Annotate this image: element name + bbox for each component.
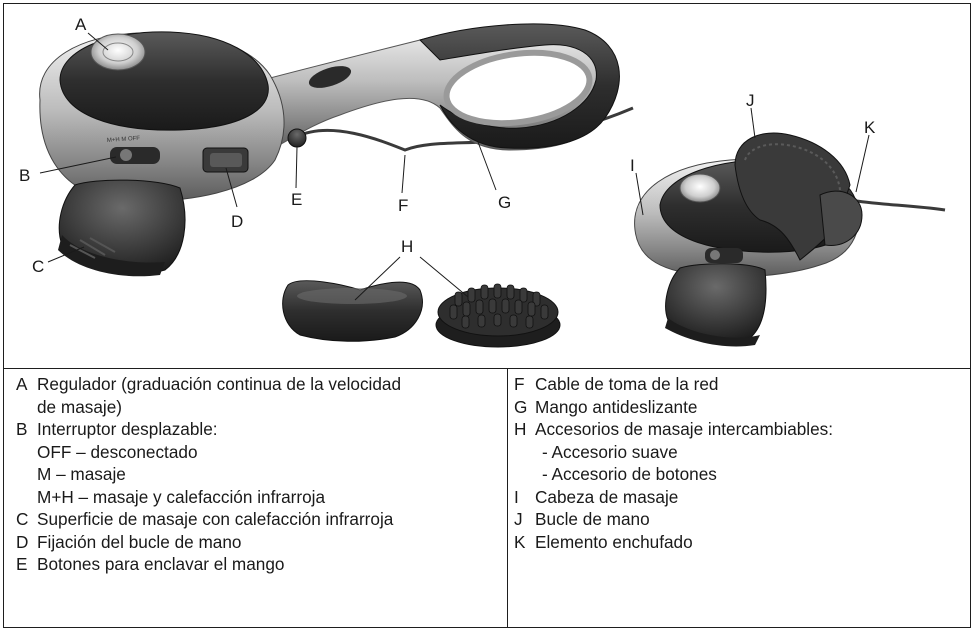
legend-item-h: H Accesorios de masaje intercambiables: [514, 418, 964, 441]
legend-key: K [514, 531, 526, 552]
legend-text: Cable de toma de la red [535, 374, 719, 394]
plug-element [819, 190, 863, 246]
callout-h: H [401, 237, 413, 256]
legend-sub-item: M+H – masaje y calefacción infrarroja [37, 486, 326, 507]
legend-item-c: C Superficie de masaje con calefacción i… [16, 508, 504, 531]
callout-d: D [231, 212, 243, 231]
callout-e: E [291, 190, 302, 209]
legend-sub-item: M – masaje [37, 464, 126, 484]
legend-key: G [514, 396, 528, 417]
legend-text: Fijación del bucle de mano [37, 531, 242, 552]
callout-i: I [630, 156, 635, 175]
legend-key: E [16, 554, 28, 574]
legend-key: D [16, 531, 29, 552]
grip-loop [419, 23, 620, 149]
callout-g: G [498, 193, 511, 212]
legend-left: A Regulador (graduación continua de la v… [16, 373, 504, 576]
legend-key: H [514, 419, 527, 439]
legend-text: Bucle de mano [535, 509, 650, 529]
legend-item-k: K Elemento enchufado [514, 531, 964, 554]
handle-hole [443, 49, 593, 127]
vertical-divider [507, 368, 508, 628]
lock-button [287, 128, 307, 148]
leader-lines [39, 32, 870, 301]
legend-key: F [514, 374, 525, 394]
side-massager [634, 132, 946, 347]
legend-item-g: G Mango antideslizante [514, 396, 964, 419]
legend-item-d: D Fijación del bucle de mano [16, 531, 504, 554]
legend-item-a: A Regulador (graduación continua de la v… [16, 373, 504, 396]
callout-f: F [398, 196, 408, 215]
attachments [282, 280, 561, 348]
legend-text: Botones para enclavar el mango [37, 554, 285, 574]
speed-dial [90, 33, 146, 71]
legend-sub-item: - Accesorio suave [542, 441, 678, 462]
legend-sub-item: - Accesorio de botones [542, 464, 717, 484]
legend-item-e: E Botones para enclavar el mango [16, 553, 504, 576]
legend-text: Interruptor desplazable: [37, 419, 218, 439]
legend-sub-item: OFF – desconectado [37, 441, 198, 462]
legend-text: Elemento enchufado [535, 531, 693, 552]
legend-text: Mango antideslizante [535, 396, 698, 417]
outer-border [3, 3, 971, 628]
legend-text: Cabeza de masaje [535, 486, 679, 507]
legend-continuation: de masaje) [37, 396, 123, 417]
legend-text: Accesorios de masaje intercambiables: [535, 419, 834, 439]
callout-k: K [864, 118, 876, 137]
legend-text: Superficie de masaje con calefacción inf… [37, 509, 394, 529]
device-illustration: M+H M OFF [19, 15, 946, 348]
legend-key: C [16, 509, 29, 529]
legend-key: I [514, 486, 519, 507]
massage-neck [58, 179, 186, 275]
legend-text: Regulador (graduación continua de la vel… [37, 374, 402, 394]
legend-item-i: I Cabeza de masaje [514, 486, 964, 509]
callout-c: C [32, 257, 44, 276]
legend-key: A [16, 374, 28, 394]
main-massager: M+H M OFF [39, 23, 634, 277]
legend-right: F Cable de toma de la red G Mango antide… [514, 373, 964, 553]
switch-labels: M+H M OFF [107, 136, 141, 144]
legend-item-b: B Interruptor desplazable: [16, 418, 504, 441]
legend-item-f: F Cable de toma de la red [514, 373, 964, 396]
handle-inset [308, 66, 352, 88]
callout-j: J [746, 91, 755, 110]
legend-key: B [16, 419, 28, 439]
attachment-nubs [449, 283, 549, 329]
legend-key: J [514, 509, 523, 529]
head-cover [59, 31, 269, 131]
slide-switch [110, 147, 160, 164]
horizontal-divider [3, 368, 971, 369]
callout-b: B [19, 166, 30, 185]
legend-item-j: J Bucle de mano [514, 508, 964, 531]
callout-a: A [75, 15, 87, 34]
